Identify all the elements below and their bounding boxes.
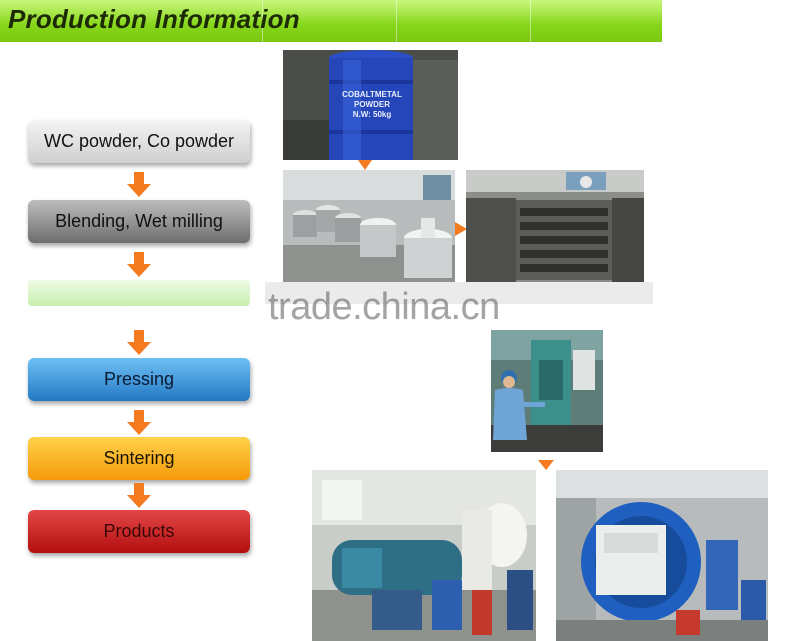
watermark-band (265, 282, 653, 304)
barrel-weight: N.W: 50kg (352, 110, 392, 119)
banner-divider (262, 0, 263, 42)
down-arrow-icon (127, 483, 151, 508)
header-banner: Production Information (0, 0, 662, 42)
photo-sintering-furnaces (312, 470, 536, 641)
photo-drying-oven (466, 170, 644, 282)
right-arrow-icon (455, 222, 467, 236)
step-pressing: Pressing (28, 358, 250, 401)
down-arrow-icon (127, 252, 151, 277)
banner-divider (396, 0, 397, 42)
step-sintering: Sintering (28, 437, 250, 480)
down-arrow-icon (127, 410, 151, 435)
step-products: Products (28, 510, 250, 553)
photo-pressing-worker (491, 330, 603, 452)
watermark-text: trade.china.cn (268, 286, 500, 328)
step-blending: Blending, Wet milling (28, 200, 250, 243)
down-arrow-icon (538, 460, 554, 470)
banner-divider (530, 0, 531, 42)
down-arrow-icon (127, 172, 151, 197)
step-drying (28, 280, 250, 306)
down-arrow-icon (358, 160, 372, 170)
photo-vacuum-furnace (556, 470, 768, 641)
step-powder: WC powder, Co powder (28, 120, 250, 163)
barrel-label: COBALTMETAL POWDER (342, 90, 402, 109)
photo-milling-tanks (283, 170, 455, 282)
page-title: Production Information (8, 4, 300, 34)
photo-cobalt-barrel: COBALTMETAL POWDER N.W: 50kg (283, 50, 458, 160)
down-arrow-icon (127, 330, 151, 355)
